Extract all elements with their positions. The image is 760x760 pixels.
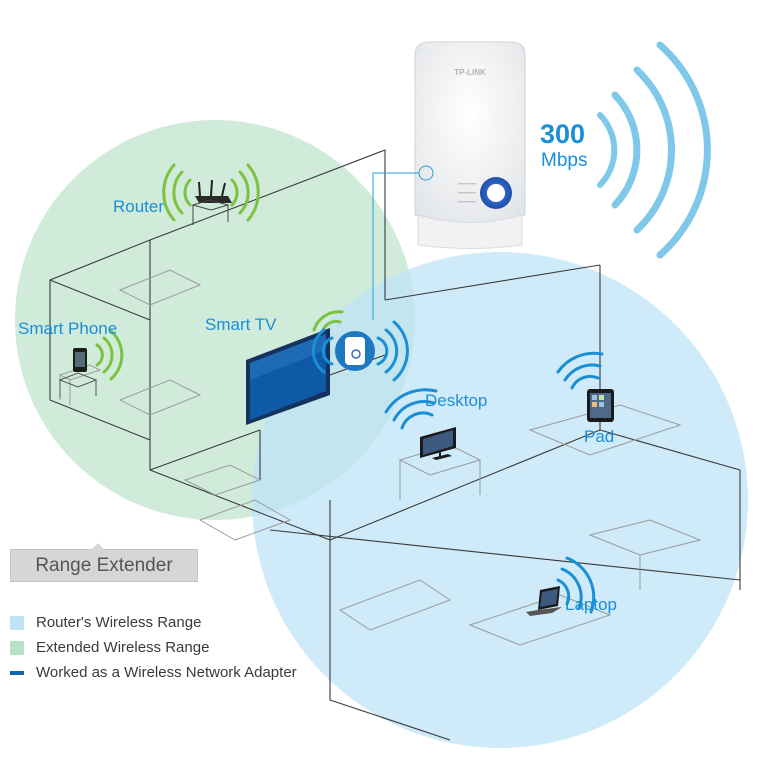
laptop-label: Laptop: [565, 595, 617, 614]
legend-item-router-range: Router's Wireless Range: [10, 610, 297, 635]
wifi-signal-icon: [597, 41, 711, 259]
router-range-circle: [252, 252, 748, 748]
brand-logo: TP-LINK: [454, 68, 486, 77]
router-range-swatch: [10, 615, 24, 630]
laptop-icon: [526, 556, 596, 616]
pad-icon: [556, 351, 614, 422]
legend-label: Router's Wireless Range: [36, 614, 202, 631]
desktop-label: Desktop: [425, 391, 487, 410]
smart-tv-label: Smart TV: [205, 315, 277, 334]
range-extender-icon: [311, 320, 409, 382]
speed-unit: Mbps: [541, 150, 587, 171]
range-extender-title-text: Range Extender: [35, 554, 173, 576]
speed-value: 300: [540, 119, 585, 149]
range-extender-product-icon: TP-LINK: [414, 41, 526, 249]
legend: Router's Wireless Range Extended Wireles…: [10, 610, 297, 685]
smart-phone-icon: [58, 329, 124, 398]
connector-line: [372, 172, 419, 320]
pad-label: Pad: [584, 427, 614, 446]
legend-label: Extended Wireless Range: [36, 639, 210, 656]
smart-tv-icon: [246, 310, 344, 425]
router-icon: [162, 163, 260, 225]
desktop-icon: [384, 388, 456, 460]
legend-label: Worked as a Wireless Network Adapter: [36, 664, 297, 681]
smart-phone-label: Smart Phone: [18, 319, 117, 338]
legend-item-network-adapter: Worked as a Wireless Network Adapter: [10, 660, 297, 685]
legend-item-extended-range: Extended Wireless Range: [10, 635, 297, 660]
range-extender-title: Range Extender: [10, 543, 198, 582]
router-label: Router: [113, 197, 164, 216]
network-adapter-line: [10, 670, 24, 675]
extended-range-swatch: [10, 640, 24, 655]
